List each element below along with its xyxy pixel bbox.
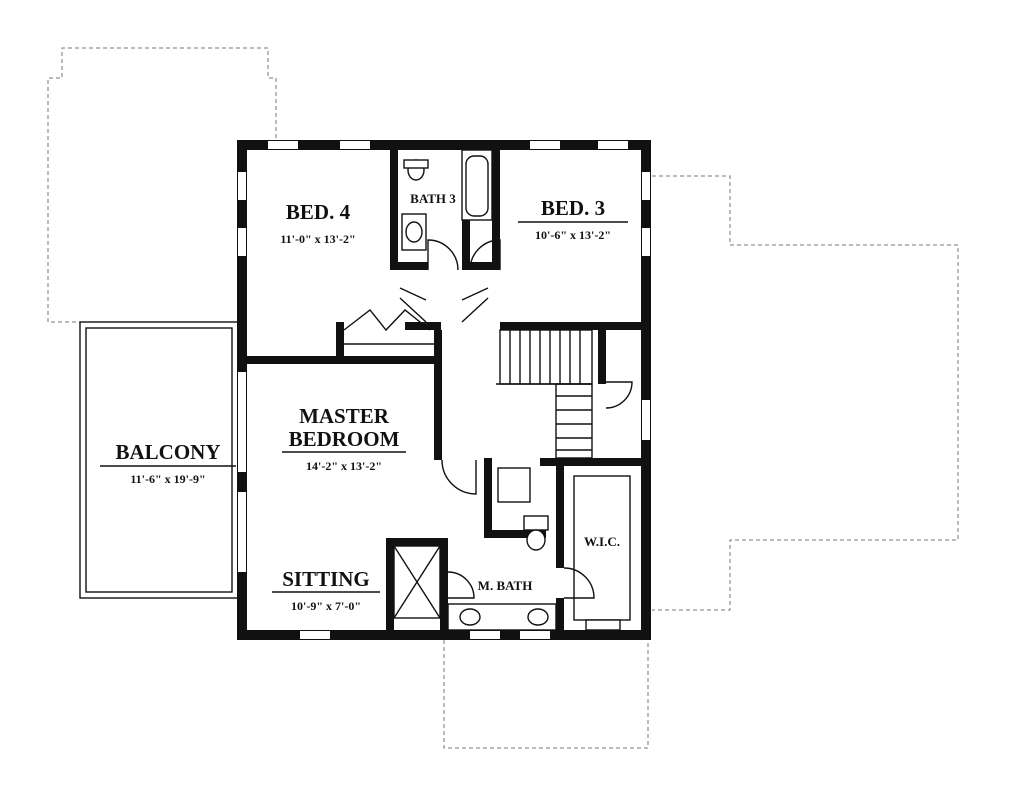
master-dims: 14'-2" x 13'-2" <box>306 459 382 473</box>
bed4-closet <box>343 309 434 345</box>
master-label-line2: BEDROOM <box>289 427 400 451</box>
balcony-label: BALCONY <box>115 440 220 464</box>
balcony-dims: 11'-6" x 19'-9" <box>130 472 205 486</box>
exterior-walls <box>237 140 651 640</box>
roof-outline-right <box>652 175 959 611</box>
bed3-label: BED. 3 <box>541 196 605 220</box>
mbath-label: M. BATH <box>478 578 533 593</box>
bath3-fixtures <box>401 149 493 251</box>
bed4-dims: 11'-0" x 13'-2" <box>280 232 355 246</box>
sitting-dims: 10'-9" x 7'-0" <box>291 599 361 613</box>
wic-label: W.I.C. <box>584 534 620 549</box>
stairs <box>496 329 593 459</box>
wic-shelf <box>573 475 631 631</box>
mbath-fixtures <box>393 467 557 631</box>
bath3-label: BATH 3 <box>410 191 456 206</box>
roof-outline-left <box>47 47 277 323</box>
master-label-line1: MASTER <box>299 404 390 428</box>
bed3-dims: 10'-6" x 13'-2" <box>535 228 611 242</box>
door-swings <box>399 239 633 599</box>
bed4-label: BED. 4 <box>286 200 351 224</box>
roof-outline-bottom <box>443 640 649 749</box>
interior-walls <box>247 145 644 632</box>
sitting-label: SITTING <box>282 567 370 591</box>
